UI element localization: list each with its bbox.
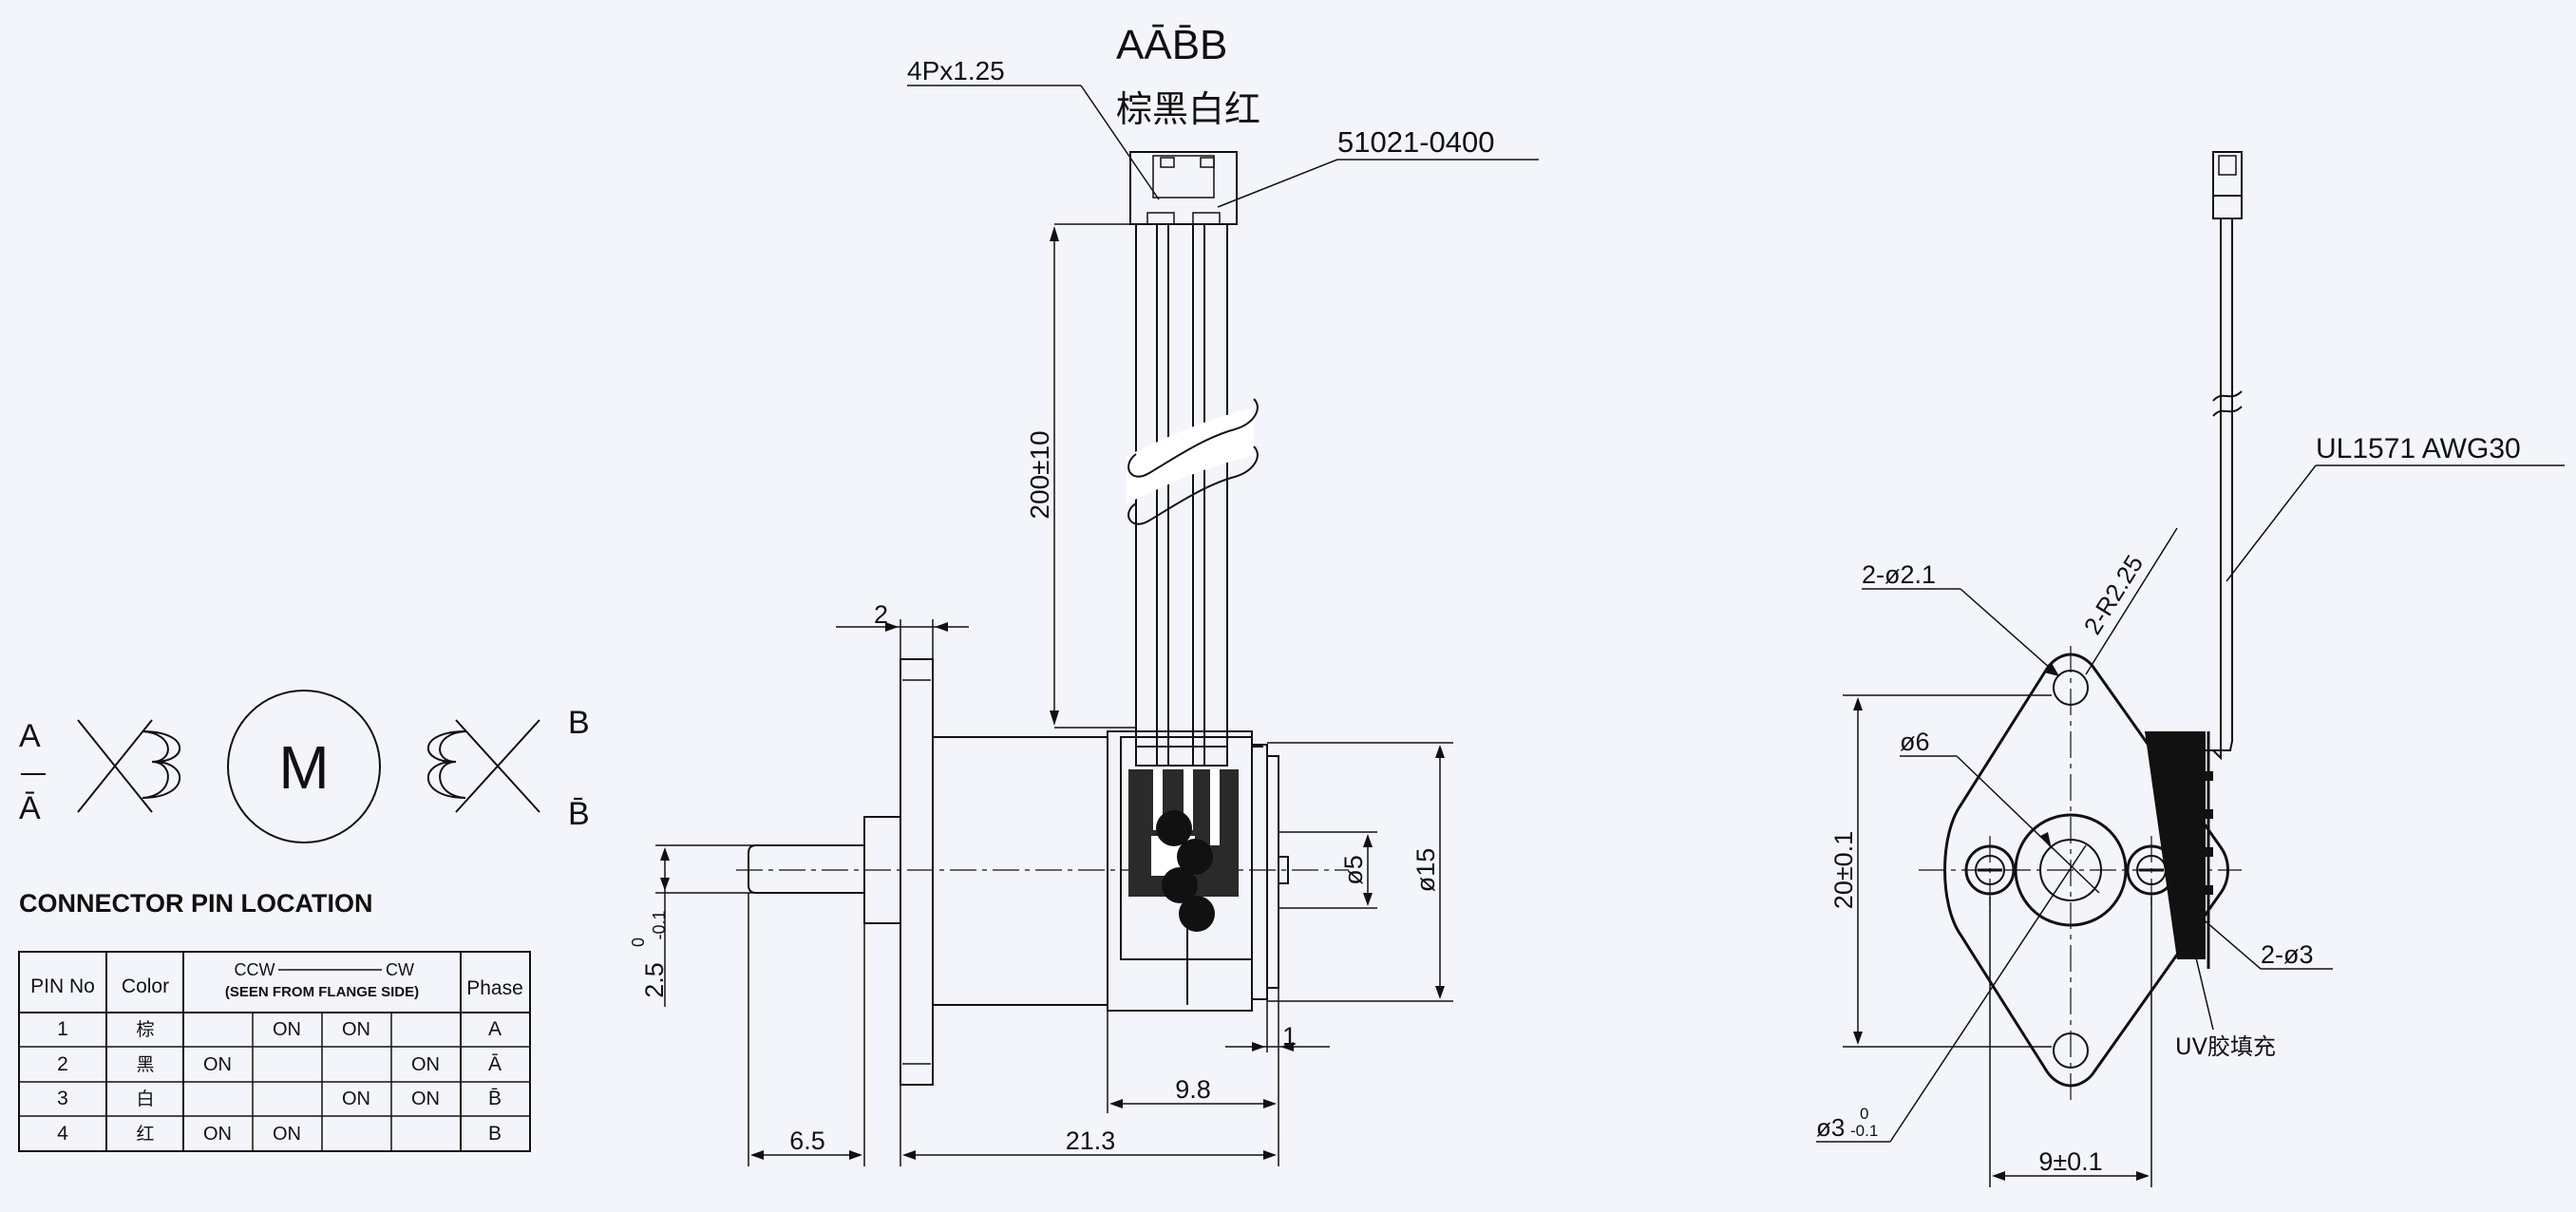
header-pin-no: PIN No — [30, 975, 95, 997]
wire-break-line-2 — [1127, 445, 1259, 525]
phase-order-label: AĀB̄B — [1116, 22, 1227, 68]
screw-left — [1964, 844, 2016, 896]
lead-length-dimension: 200±10 — [1025, 430, 1054, 519]
shaft-tolerance-lower: -0.1 — [650, 910, 669, 939]
side-connector — [2212, 151, 2243, 219]
corner-radius-dimension: 2-R2.25 — [2078, 550, 2149, 639]
shaft-hole-tolerance-lower: -0.1 — [1850, 1122, 1878, 1140]
mount-hole-dimension: 2-ø2.1 — [1862, 560, 1936, 589]
solder-joint-3 — [1162, 867, 1198, 903]
wire-break-line-1 — [1127, 398, 1259, 478]
pin-number: 4 — [57, 1123, 68, 1145]
coil-lead-abar — [77, 719, 153, 813]
step-state: ON — [411, 1054, 440, 1075]
screw-hole-dimension: 2-ø3 — [2261, 940, 2314, 969]
shaft-hole-dimension: ø3 — [1816, 1113, 1845, 1142]
flange-thickness-dimension: 2 — [874, 600, 888, 629]
pin-table-border — [18, 951, 531, 1152]
uv-glue-fill — [2145, 731, 2206, 959]
phase-bbar-label: B̄ — [568, 796, 590, 832]
step-state: ON — [342, 1089, 370, 1109]
body-diameter-dimension: ø15 — [1411, 848, 1440, 893]
header-cw: CW — [386, 960, 414, 979]
step-state: ON — [273, 1124, 301, 1145]
pin-phase: Ā — [488, 1053, 502, 1075]
solder-joint-4 — [1179, 896, 1215, 932]
lead-wire — [2198, 218, 2222, 761]
rear-step-dimension: 1 — [1282, 1022, 1297, 1051]
header-seen-from: (SEEN FROM FLANGE SIDE) — [225, 984, 419, 1000]
solder-joint-1 — [1156, 810, 1192, 846]
coil-a-symbol — [142, 730, 181, 799]
hub-outer — [2014, 813, 2128, 927]
wire-color-label: 棕黑白红 — [1116, 88, 1260, 130]
phase-a-label: A — [19, 718, 41, 754]
pin-phase: A — [488, 1018, 502, 1040]
pin-phase: B — [488, 1123, 502, 1145]
hole-spacing-dimension: 9±0.1 — [2038, 1147, 2102, 1176]
end-plate — [1251, 744, 1268, 1000]
pin-color: 黑 — [136, 1054, 154, 1075]
shaft-diameter-dimension: 2.5 — [640, 962, 669, 998]
shaft-hole-tolerance-upper: 0 — [1860, 1105, 1868, 1123]
connector-part-label: 51021-0400 — [1337, 125, 1495, 159]
wire-break-gap — [1127, 408, 1254, 503]
pin-table: PIN No Color CCW CW (SEEN FROM FLANGE SI… — [18, 951, 531, 1152]
pin-color: 白 — [136, 1089, 154, 1109]
motor-symbol-label: M — [278, 733, 329, 802]
motor-symbol-circle — [227, 690, 381, 843]
motor-front-view: UL1571 AWG30 2-ø2.1 2-R2.25 ø6 2-ø3 UV胶填… — [1816, 151, 2565, 1187]
header-color: Color — [122, 975, 169, 997]
step-state: ON — [203, 1054, 232, 1075]
rear-shaft-stub — [1278, 856, 1289, 884]
coil-b-symbol — [426, 730, 466, 799]
hub-diameter-dimension: ø6 — [1900, 728, 1930, 756]
coil-lead-bbar — [455, 719, 540, 813]
rear-length-dimension: 9.8 — [1175, 1075, 1211, 1104]
step-state: ON — [411, 1089, 440, 1109]
pin-phase: B̄ — [488, 1088, 502, 1109]
connector-pin-location-title: CONNECTOR PIN LOCATION — [19, 889, 373, 918]
shaft-tolerance-upper: 0 — [629, 937, 648, 947]
pin-number: 3 — [57, 1088, 68, 1109]
flange-height-dimension: 20±0.1 — [1829, 831, 1858, 909]
total-length-dimension: 21.3 — [1066, 1127, 1116, 1155]
phase-b-label: B — [568, 705, 590, 741]
wire-connector — [1129, 151, 1238, 225]
shaft-bore — [2039, 839, 2102, 901]
pin-number: 2 — [57, 1053, 68, 1075]
mounting-hole-bottom — [2053, 1032, 2089, 1069]
uv-fill-label: UV胶填充 — [2175, 1033, 2276, 1060]
output-shaft — [748, 844, 865, 894]
end-boss-diameter-dimension: ø5 — [1339, 855, 1368, 885]
end-plate-outer — [1266, 755, 1279, 989]
mounting-hole-top — [2053, 670, 2089, 706]
step-state: ON — [203, 1124, 232, 1145]
pitch-label: 4Px1.25 — [907, 56, 1005, 85]
pin-table-rows: 1 棕 ON ON A 2 黑 ON ON Ā 3 白 ON ON B̄ 4 红 ON ON B — [57, 1018, 502, 1145]
shaft-length-dimension: 6.5 — [789, 1127, 825, 1155]
step-state: ON — [342, 1019, 370, 1040]
flange-outline — [1943, 653, 2229, 1088]
step-state: ON — [273, 1019, 301, 1040]
lead-wire-bundle — [1135, 223, 1228, 767]
solder-joint-2 — [1177, 839, 1213, 875]
wiring-schematic: A Ā M B B̄ — [19, 690, 590, 843]
wire-spec-label: UL1571 AWG30 — [2316, 433, 2521, 464]
header-ccw: CCW — [235, 960, 275, 979]
phase-abar-label: Ā — [19, 790, 41, 826]
motor-can — [932, 736, 1108, 1006]
pin-color: 棕 — [136, 1019, 154, 1040]
motor-side-view: AĀB̄B 棕黑白红 4Px1.25 51021-0400 200±10 2 2… — [629, 22, 1539, 1166]
mounting-flange — [900, 658, 934, 1086]
pin-number: 1 — [57, 1018, 68, 1040]
pin-color: 红 — [136, 1124, 154, 1145]
header-phase: Phase — [466, 977, 523, 999]
